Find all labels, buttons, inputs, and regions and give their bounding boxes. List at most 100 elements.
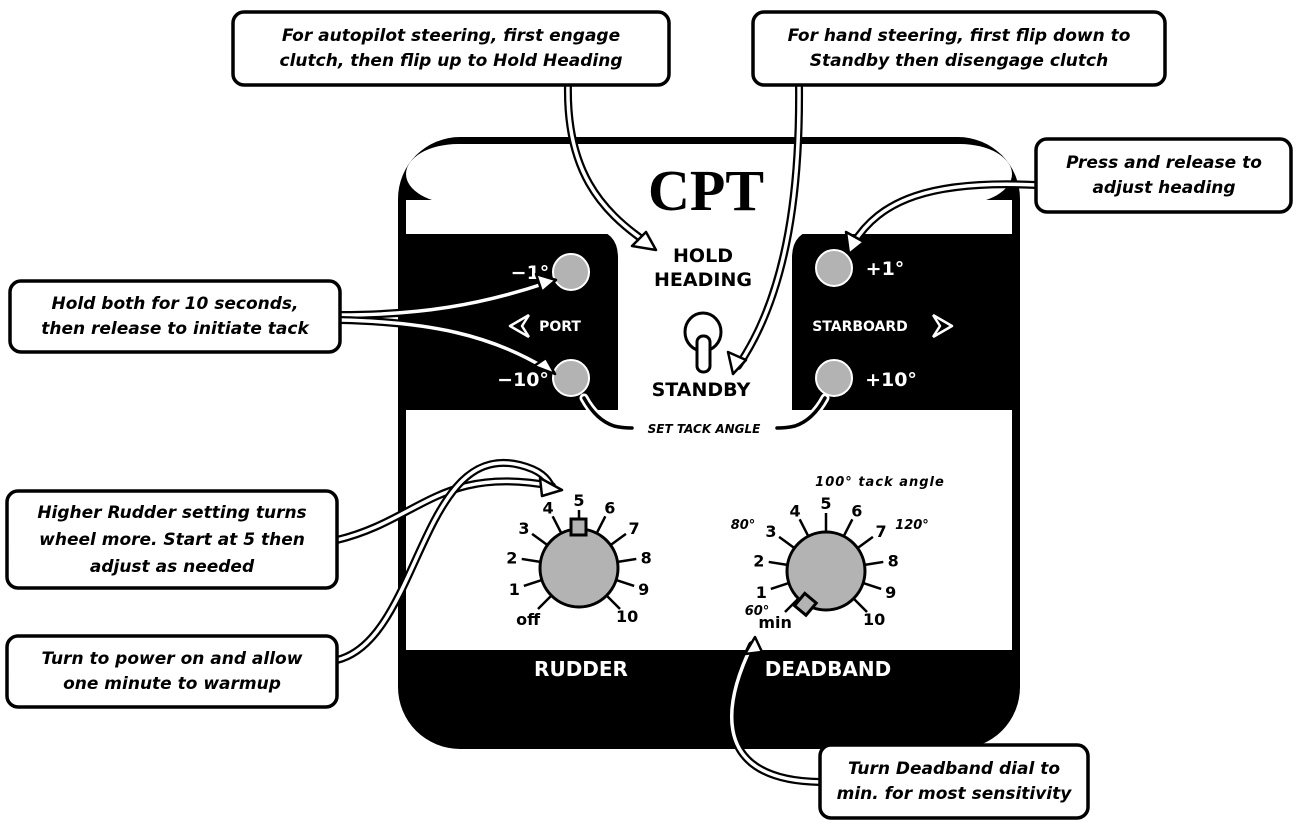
pointer-deadband-fill: [730, 643, 822, 784]
top-face-round: [406, 144, 1012, 204]
arrowhead-rudder: [538, 476, 564, 498]
rudder-tick-label-4: 4: [543, 498, 554, 517]
callout-deadband: Turn Deadband dial to min. for most sens…: [818, 743, 1090, 820]
tack-angle-60: 60°: [745, 604, 770, 619]
starboard-10-label: +10°: [865, 369, 917, 391]
starboard-10-button[interactable]: [815, 359, 853, 397]
callout-autopilot-line1: For autopilot steering, first engage: [282, 26, 620, 46]
callout-power-line2: one minute to warmup: [63, 674, 281, 694]
starboard-1-label: +1°: [866, 258, 905, 280]
tack-angle-80: 80°: [731, 518, 756, 533]
rudder-tick-label-9: 9: [638, 580, 649, 599]
rudder-tick-label-6: 6: [604, 498, 615, 517]
callout-rudder-line2: wheel more. Start at 5 then: [39, 530, 305, 550]
arrowhead-minus10: [532, 356, 557, 376]
callout-hand-box: [751, 10, 1167, 87]
callout-pointers: [333, 80, 1040, 786]
starboard-1-button[interactable]: [815, 249, 853, 287]
deadband-tick-label-1: 1: [756, 583, 767, 602]
rudder-dial-knob[interactable]: [538, 527, 620, 609]
rudder-tick-label-3: 3: [518, 519, 529, 538]
callout-press-line1: Press and release to: [1066, 153, 1262, 173]
deadband-tick-label-2: 2: [753, 551, 764, 570]
callout-press-box: [1034, 137, 1293, 214]
callout-press-line2: adjust heading: [1092, 178, 1235, 198]
callout-rudder-line1: Higher Rudder setting turns: [37, 503, 306, 523]
callout-holdboth-line2: then release to initiate tack: [41, 319, 310, 339]
deadband-tick-10: [853, 598, 868, 613]
deadband-tick-label-5: 5: [820, 494, 831, 513]
callout-rudder-line3: adjust as needed: [90, 557, 255, 577]
deadband-tick-label-7: 7: [875, 522, 886, 541]
deadband-tick-1: [770, 582, 789, 591]
deadband-tick-label-10: 10: [863, 610, 885, 629]
rudder-dial-pointer: [569, 517, 588, 537]
tack-bracket-left: [582, 396, 634, 430]
port-10-button[interactable]: [552, 359, 590, 397]
callout-deadband-line1: Turn Deadband dial to: [848, 759, 1060, 779]
dial-face: [406, 410, 1012, 650]
rudder-tick-label-10: 10: [616, 607, 638, 626]
callout-hand-steering: For hand steering, first flip down to St…: [751, 10, 1167, 87]
deadband-tick-label-3: 3: [765, 522, 776, 541]
callout-deadband-box: [818, 743, 1090, 820]
deadband-label: DEADBAND: [765, 657, 891, 681]
callout-holdboth-line1: Hold both for 10 seconds,: [51, 294, 298, 314]
rudder-tick-label-7: 7: [628, 519, 639, 538]
deadband-tick-label-8: 8: [888, 551, 899, 570]
deadband-tick-3: [778, 535, 795, 549]
port-label: PORT: [539, 319, 581, 335]
pointer-arrowheads: [532, 230, 866, 656]
standby-label: STANDBY: [652, 379, 751, 401]
deadband-tick-label-6: 6: [851, 501, 862, 520]
rudder-tick-10: [606, 595, 621, 610]
pointer-autopilot-fill: [566, 82, 648, 244]
callout-power: Turn to power on and allow one minute to…: [5, 634, 339, 709]
deadband-tick-0: [784, 598, 799, 613]
rudder-tick-4: [551, 515, 562, 533]
rudder-tick-0: [537, 595, 552, 610]
brand-logo: CPT: [648, 158, 764, 223]
arrowhead-deadband: [743, 635, 764, 656]
callout-power-box: [5, 634, 339, 709]
callout-rudder-box: [5, 489, 339, 590]
callout-autopilot: For autopilot steering, first engage clu…: [231, 10, 671, 87]
hold-label-line1: HOLD: [673, 245, 733, 267]
deadband-dial-knob[interactable]: [785, 530, 867, 612]
port-1-button[interactable]: [552, 253, 590, 291]
deadband-tick-label-4: 4: [790, 501, 801, 520]
rudder-tick-label-2: 2: [506, 548, 517, 567]
callout-power-line1: Turn to power on and allow: [42, 649, 303, 669]
pointer-press-fill: [851, 182, 1038, 246]
callout-hand-line1: For hand steering, first flip down to: [788, 26, 1131, 46]
rudder-tick-6: [596, 515, 607, 533]
callout-rudder: Higher Rudder setting turns wheel more. …: [5, 489, 339, 590]
deadband-tick-label-9: 9: [885, 583, 896, 602]
mode-toggle-switch[interactable]: [683, 311, 723, 374]
rudder-label: RUDDER: [534, 657, 628, 681]
deadband-tick-9: [863, 582, 882, 591]
deadband-tick-4: [798, 518, 809, 536]
toggle-lever[interactable]: [695, 334, 712, 374]
deadband-tick-6: [843, 518, 854, 536]
tack-angle-100: 100° tack angle: [815, 475, 945, 490]
callout-autopilot-line2: clutch, then flip up to Hold Heading: [280, 51, 623, 71]
pointer-holdboth-lower-fill: [338, 318, 547, 370]
arrowhead-minus1: [534, 272, 558, 294]
rudder-tick-8: [618, 557, 637, 563]
starboard-arrow-icon: [931, 313, 954, 339]
set-tack-angle-label: SET TACK ANGLE: [648, 422, 761, 436]
rudder-tick-label-8: 8: [641, 548, 652, 567]
port-10-label: −10°: [497, 369, 549, 391]
callout-hold-both: Hold both for 10 seconds, then release t…: [8, 279, 342, 354]
pointer-holdboth-upper-fill: [338, 281, 548, 317]
deadband-tick-2: [768, 560, 787, 566]
deadband-tick-7: [857, 535, 874, 549]
hold-label-line2: HEADING: [654, 269, 752, 291]
arrowhead-hold-heading: [630, 230, 658, 252]
callout-press-release: Press and release to adjust heading: [1034, 137, 1293, 214]
rudder-tick-label-5: 5: [573, 491, 584, 510]
port-arrow-icon: [508, 313, 531, 339]
